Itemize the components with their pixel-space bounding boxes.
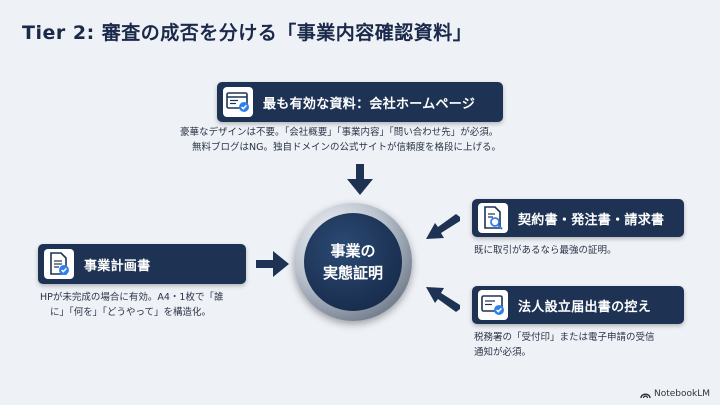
business-plan-label: 事業計画書 [84, 258, 151, 274]
brand-label: NotebookLM [653, 389, 710, 399]
business-plan-desc-2: に」「何を」「どうやって」を構造化。 [50, 307, 212, 318]
arrow-down-icon [347, 164, 373, 195]
incorporation-desc-2: 通知が必須。 [474, 347, 532, 358]
arrow-right-icon [256, 251, 289, 277]
arrow-diagonal-up-left-icon [426, 287, 460, 312]
incorporation-label: 法人設立届出書の控え [518, 299, 652, 315]
homepage-desc-1: 豪華なデザインは不要。「会社概要」「事業内容」「問い合わせ先」が必須。 [180, 127, 499, 138]
center-circle: 事業の 実態証明 [304, 213, 402, 311]
registration-check-icon [478, 290, 508, 320]
contract-label: 契約書・発注書・請求書 [518, 212, 665, 228]
contract-box: 契約書・発注書・請求書 [472, 199, 684, 237]
business-plan-box: 事業計画書 [38, 244, 246, 284]
notebooklm-logo-icon [640, 393, 651, 398]
homepage-box: 最も有効な資料：会社ホームページ [217, 82, 503, 122]
page-title: Tier 2: 審査の成否を分ける「事業内容確認資料」 [22, 22, 473, 44]
contract-desc-1: 既に取引があるなら最強の証明。 [474, 245, 617, 256]
homepage-label: 最も有効な資料：会社ホームページ [263, 96, 476, 112]
homepage-desc-2: 無料ブログはNG。独自ドメインの公式サイトが信頼度を格段に上げる。 [192, 142, 501, 153]
center-line-1: 事業の [330, 242, 376, 260]
notebooklm-watermark: NotebookLM [640, 389, 710, 399]
center-line-2: 実態証明 [322, 264, 383, 282]
arrow-diagonal-down-left-icon [426, 214, 460, 239]
business-plan-desc-1: HPが未完成の場合に有効。A4・1枚で「誰 [40, 292, 224, 303]
browser-check-icon [223, 87, 253, 117]
document-check-icon [44, 249, 74, 279]
incorporation-desc-1: 税務署の「受付印」または電子申請の受信 [474, 332, 655, 343]
incorporation-box: 法人設立届出書の控え [472, 286, 684, 324]
document-search-icon [478, 203, 508, 233]
